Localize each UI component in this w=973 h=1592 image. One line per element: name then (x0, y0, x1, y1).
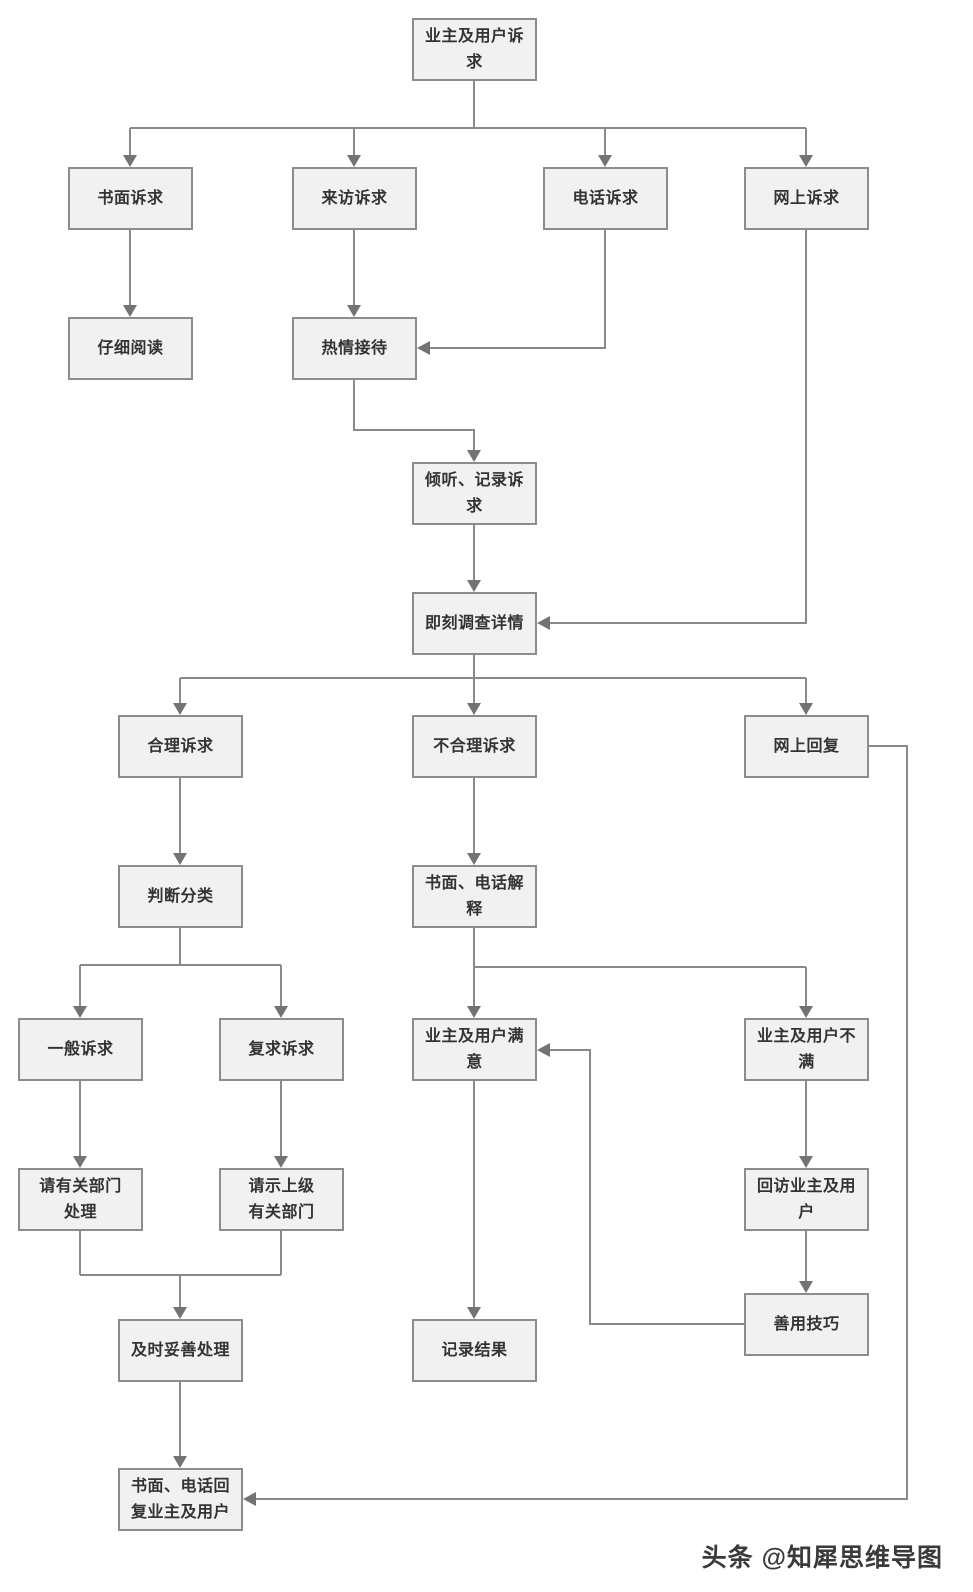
node-warm-reception: 热情接待 (292, 317, 417, 380)
node-ask-superior: 请示上级 有关部门 (219, 1168, 344, 1231)
arrowhead (173, 703, 187, 715)
node-online-appeal: 网上诉求 (744, 167, 869, 230)
node-repeat-appeal: 复求诉求 (219, 1018, 344, 1081)
node-record-result: 记录结果 (412, 1319, 537, 1382)
node-use-skills: 善用技巧 (744, 1293, 869, 1356)
arrowhead (173, 853, 187, 865)
arrowhead (467, 450, 481, 462)
arrowhead (347, 155, 361, 167)
node-reply-owner-user: 书面、电话回 复业主及用户 (118, 1468, 243, 1531)
arrowhead (799, 155, 813, 167)
arrowhead (173, 1307, 187, 1319)
node-unreasonable-appeal: 不合理诉求 (412, 715, 537, 778)
connector-phone-reception (430, 230, 606, 349)
node-phone-appeal: 电话诉求 (543, 167, 668, 230)
node-handle-properly: 及时妥善处理 (118, 1319, 243, 1382)
arrowhead (799, 703, 813, 715)
node-owner-satisfied: 业主及用户满 意 (412, 1018, 537, 1081)
arrowhead (467, 703, 481, 715)
connector-classify-split (79, 928, 282, 1006)
connector-investigate-split (179, 655, 807, 703)
arrowhead (173, 1456, 187, 1468)
arrowhead (799, 1006, 813, 1018)
arrowhead (123, 305, 137, 317)
node-visit-appeal: 来访诉求 (292, 167, 417, 230)
node-listen-record: 倾听、记录诉 求 (412, 462, 537, 525)
node-classify: 判断分类 (118, 865, 243, 928)
node-revisit-owner: 回访业主及用 户 (744, 1168, 869, 1231)
node-read-carefully: 仔细阅读 (68, 317, 193, 380)
arrowhead (347, 305, 361, 317)
connector-reception-listen (353, 380, 475, 450)
connector-appeal-split (129, 80, 807, 155)
node-ask-department: 请有关部门 处理 (18, 1168, 143, 1231)
arrowhead (467, 1307, 481, 1319)
arrowhead (467, 1006, 481, 1018)
arrowhead (598, 155, 612, 167)
arrowhead (537, 616, 550, 630)
arrowhead (274, 1156, 288, 1168)
node-owner-user-appeal: 业主及用户诉 求 (412, 18, 537, 81)
connector-onlinereply-reply (256, 745, 908, 1500)
arrowhead (73, 1156, 87, 1168)
arrowhead (467, 580, 481, 592)
arrowhead (123, 155, 137, 167)
node-written-appeal: 书面诉求 (68, 167, 193, 230)
node-online-reply: 网上回复 (744, 715, 869, 778)
node-owner-unsatisfied: 业主及用户不 满 (744, 1018, 869, 1081)
watermark-zhixi-mindmap: 头条 @知犀思维导图 (701, 1544, 943, 1572)
connector-online-investigate (550, 230, 807, 624)
arrowhead (243, 1492, 256, 1506)
arrowhead (799, 1281, 813, 1293)
arrowhead (417, 341, 430, 355)
arrowhead (73, 1006, 87, 1018)
connector-explain-split (473, 928, 807, 1006)
node-reasonable-appeal: 合理诉求 (118, 715, 243, 778)
arrowhead (467, 853, 481, 865)
node-written-phone-explain: 书面、电话解 释 (412, 865, 537, 928)
connector-skills-satisfied (550, 1049, 744, 1325)
node-investigate-details: 即刻调查详情 (412, 592, 537, 655)
node-general-appeal: 一般诉求 (18, 1018, 143, 1081)
arrowhead (537, 1043, 550, 1057)
arrowhead (799, 1156, 813, 1168)
arrowhead (274, 1006, 288, 1018)
connector-merge-handle (79, 1231, 282, 1307)
